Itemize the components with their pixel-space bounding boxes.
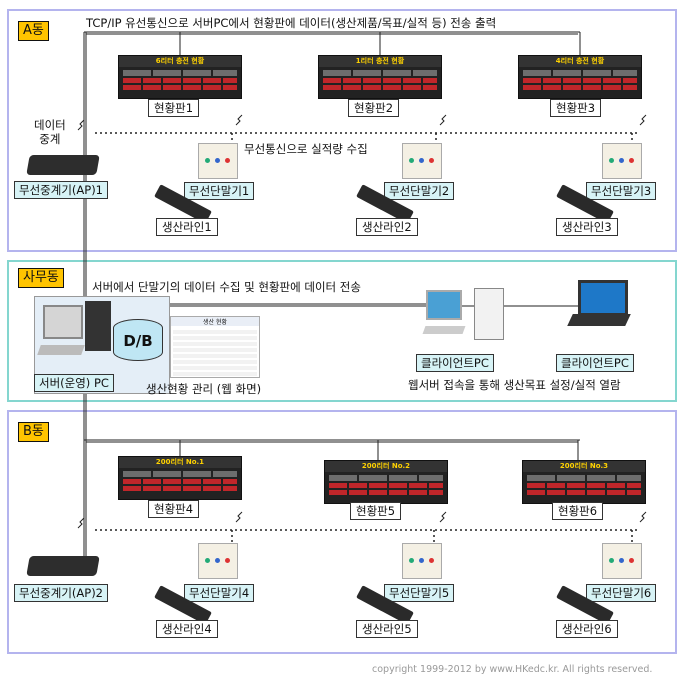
board-label-3: 현황판3	[550, 99, 602, 117]
wireless-text: 무선통신으로 실적량 수집	[244, 142, 368, 156]
client-label-2: 클라이언트PC	[556, 354, 634, 372]
server-tower-icon	[85, 301, 111, 351]
keyboard-icon	[37, 345, 85, 355]
line-label-5: 생산라인5	[356, 620, 418, 638]
terminal-label-1: 무선단말기1	[184, 182, 255, 200]
web-screen: 생산 현황	[170, 316, 260, 378]
client-label-1: 클라이언트PC	[416, 354, 494, 372]
board-label-5: 현황판5	[350, 502, 402, 520]
board-label-1: 현황판1	[148, 99, 200, 117]
status-board-5: 200리터 No.2	[324, 460, 448, 504]
line-label-6: 생산라인6	[556, 620, 618, 638]
terminal-label-3: 무선단말기3	[586, 182, 657, 200]
office-header: 서버에서 단말기의 데이터 수집 및 현황판에 데이터 전송	[92, 280, 361, 294]
access-point-icon	[26, 556, 100, 576]
server-label: 서버(운영) PC	[34, 374, 114, 392]
ap-label-2: 무선중계기(AP)2	[14, 584, 108, 602]
terminal-label-4: 무선단말기4	[184, 584, 255, 602]
board-label-6: 현황판6	[552, 502, 604, 520]
terminal-icon	[198, 143, 238, 179]
terminal-icon	[602, 143, 642, 179]
board-title: 200리터 No.1	[119, 457, 241, 468]
terminal-icon	[602, 543, 642, 579]
db-label: D/B	[123, 332, 153, 350]
relay-label: 데이터 중계	[34, 118, 66, 146]
laptop-icon	[566, 280, 632, 336]
terminal-label-6: 무선단말기6	[586, 584, 657, 602]
line-label-3: 생산라인3	[556, 218, 618, 236]
terminal-label-2: 무선단말기2	[384, 182, 455, 200]
line-label-4: 생산라인4	[156, 620, 218, 638]
status-board-6: 200리터 No.3	[522, 460, 646, 504]
status-board-1: 6리터 충전 현황	[118, 55, 242, 99]
zone-a-frame	[7, 9, 677, 252]
access-point-icon	[26, 155, 100, 175]
status-board-3: 4리터 충전 현황	[518, 55, 642, 99]
board-title: 200리터 No.2	[325, 461, 447, 472]
line-label-1: 생산라인1	[156, 218, 218, 236]
terminal-icon	[402, 543, 442, 579]
board-title: 4리터 충전 현황	[519, 56, 641, 67]
status-board-4: 200리터 No.1	[118, 456, 242, 500]
client-caption: 웹서버 접속을 통해 생산목표 설정/실적 열람	[408, 378, 621, 392]
office-frame	[7, 260, 677, 402]
line-label-2: 생산라인2	[356, 218, 418, 236]
database-icon: D/B	[113, 319, 163, 361]
monitor-icon	[43, 305, 83, 339]
zone-a-header: TCP/IP 유선통신으로 서버PC에서 현황판에 데이터(생산제품/목표/실적…	[86, 16, 497, 30]
board-label-4: 현황판4	[148, 500, 200, 518]
terminal-icon	[402, 143, 442, 179]
ap-label-1: 무선중계기(AP)1	[14, 181, 108, 199]
zone-a-tag: A동	[18, 21, 49, 41]
board-title: 200리터 No.3	[523, 461, 645, 472]
office-tag: 사무동	[18, 268, 64, 288]
board-label-2: 현황판2	[348, 99, 400, 117]
board-title: 1리터 충전 현황	[319, 56, 441, 67]
terminal-label-5: 무선단말기5	[384, 584, 455, 602]
web-screen-caption: 생산현황 관리 (웹 화면)	[146, 382, 262, 396]
terminal-icon	[198, 543, 238, 579]
copyright-text: copyright 1999-2012 by www.HKedc.kr. All…	[372, 664, 653, 675]
zone-b-frame	[7, 410, 677, 654]
zone-b-tag: B동	[18, 422, 49, 442]
board-title: 6리터 충전 현황	[119, 56, 241, 67]
status-board-2: 1리터 충전 현황	[318, 55, 442, 99]
client-pc-icon	[422, 288, 512, 346]
web-screen-title: 생산 현황	[171, 317, 259, 326]
